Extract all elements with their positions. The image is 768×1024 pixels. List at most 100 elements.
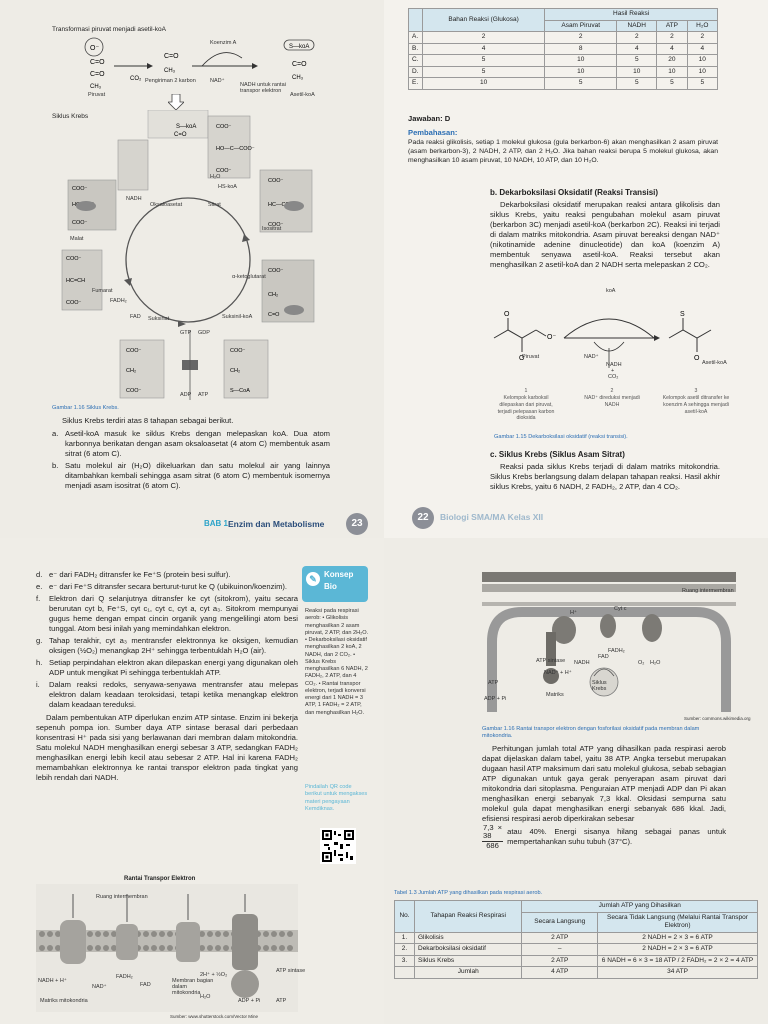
label-ruang-intermembran: Ruang intermembran xyxy=(682,588,734,594)
label-isositrat: Isositrat xyxy=(262,226,282,232)
label-plus: + xyxy=(611,368,615,374)
label-co2: CO₂ xyxy=(608,374,619,380)
pyruvate-transformation-diagram: O⁻ C=O C=O CH₃ CO₂ C=O CH₃ S—koA C=O CH₃ xyxy=(84,37,315,90)
label-nad-h: NAD⁺ + H⁺ xyxy=(544,670,572,676)
label-atp: ATP xyxy=(276,998,287,1004)
page-bottom-left: d.e⁻ dari FADH₂ ditransfer ke Fe⁺S (prot… xyxy=(0,538,384,1024)
svg-text:O: O xyxy=(504,311,510,318)
label-h2o: H₂O xyxy=(200,994,211,1000)
label-fumarat: Fumarat xyxy=(92,288,113,294)
label-nad: NAD⁺ xyxy=(210,78,225,84)
label-fad: FAD xyxy=(130,314,141,320)
table-caption: Tabel 1.3 Jumlah ATP yang dihasilkan pad… xyxy=(394,890,543,896)
svg-text:CO₂: CO₂ xyxy=(130,76,142,82)
label-oksaloasetat: Oksaloasetat xyxy=(150,202,183,208)
svg-text:COO⁻: COO⁻ xyxy=(72,220,88,226)
figure-source: Sumber: www.shutterstock.com/Vector Mine xyxy=(170,1014,259,1019)
dekarboksilasi-paragraph: Dekarboksilasi oksidatif merupakan reaks… xyxy=(490,200,720,270)
svg-text:C=O: C=O xyxy=(90,71,105,78)
siklus-krebs-paragraph: Reaksi pada siklus Krebs terjadi di dala… xyxy=(490,462,720,492)
label-asetil-koa: Asetil-koA xyxy=(702,360,727,366)
label-nadh: NADH xyxy=(126,196,142,202)
atp-paragraph: Perhitungan jumlah total ATP yang dihasi… xyxy=(482,744,726,824)
label-atp-sintase: ATP sintase xyxy=(276,968,306,974)
svg-text:COO⁻: COO⁻ xyxy=(268,178,284,184)
label-malat: Malat xyxy=(70,236,84,242)
bio-title: Bio xyxy=(324,582,337,591)
svg-text:HC—COO⁻: HC—COO⁻ xyxy=(268,202,297,208)
bulb-icon: ✎ xyxy=(306,572,320,586)
label-2h-o2: 2H⁺ + ½O₂ xyxy=(200,972,228,978)
svg-text:COO⁻: COO⁻ xyxy=(126,388,142,394)
svg-text:HO—C—COO⁻: HO—C—COO⁻ xyxy=(216,146,255,152)
label-alfa-ketoglutarat: α-ketoglutarat xyxy=(232,274,266,280)
label-piruvat: Piruvat xyxy=(88,92,106,98)
label-nadh-transport: NADH untuk rantai transpor elektron xyxy=(240,82,286,95)
svg-text:CH₃: CH₃ xyxy=(164,68,176,74)
page-23: Transformasi piruvat menjadi asetil-koA … xyxy=(0,0,384,538)
svg-text:CH₂: CH₂ xyxy=(268,292,278,298)
konsep-bio-badge: ✎ Konsep Bio xyxy=(302,566,368,602)
decarboxylation-diagram: O O O⁻ S O xyxy=(493,311,712,368)
discussion-text: Pada reaksi glikolisis, setiap 1 molekul… xyxy=(408,139,718,164)
svg-text:COO⁻: COO⁻ xyxy=(268,222,284,228)
svg-text:COO⁻: COO⁻ xyxy=(66,256,82,262)
label-gtp: GTP xyxy=(180,330,192,336)
etc-diagram xyxy=(36,884,298,1012)
page-number: 22 xyxy=(412,507,434,529)
svg-text:COO⁻: COO⁻ xyxy=(268,268,284,274)
svg-text:O⁻: O⁻ xyxy=(90,45,99,52)
mitochondria-diagram xyxy=(482,572,736,712)
label-fadh2: FADH₂ xyxy=(608,648,625,654)
krebs-intro: Siklus Krebs terdiri atas 8 tahapan seba… xyxy=(62,416,234,425)
label-atp: ATP xyxy=(488,680,499,686)
qr-code[interactable] xyxy=(320,828,356,864)
list-item: f.Elektron dari Q selanjutnya ditransfer… xyxy=(36,594,298,634)
svg-text:C=O: C=O xyxy=(164,53,179,60)
svg-text:COO⁻: COO⁻ xyxy=(216,168,232,174)
krebs-steps: Siklus Krebs terdiri atas 8 tahapan seba… xyxy=(52,416,330,493)
svg-text:C=O: C=O xyxy=(174,132,187,138)
svg-text:C=O: C=O xyxy=(90,59,105,66)
label-o2: O₂ xyxy=(638,660,645,666)
svg-text:S—koA: S—koA xyxy=(289,44,309,50)
label-nadh: NADH xyxy=(606,362,622,368)
svg-text:O: O xyxy=(694,355,700,362)
figure-caption: Gambar 1.16 Siklus Krebs. xyxy=(52,405,119,411)
atp-synthase-paragraph: Dalam pembentukan ATP diperlukan enzim A… xyxy=(36,713,298,783)
figure-caption: Gambar 1.16 Rantai transpor elektron den… xyxy=(482,726,700,740)
list-item: d.e⁻ dari FADH₂ ditransfer ke Fe⁺S (prot… xyxy=(36,570,231,579)
label-suksinil-koa: Suksinil-koA xyxy=(222,314,253,320)
list-item: b.Satu molekul air (H₂O) dikeluarkan dan… xyxy=(52,461,330,491)
label-nadh-h: NADH + H⁺ xyxy=(38,978,67,984)
svg-text:COO⁻: COO⁻ xyxy=(216,124,232,130)
svg-text:O: O xyxy=(519,355,525,362)
konsep-bio-note: Reaksi pada respirasi aerob: • Glikolisi… xyxy=(305,608,369,716)
fraction-numerator: 7,3 × 38 xyxy=(482,823,504,842)
konsep-title: Konsep xyxy=(324,570,354,579)
label-matriks: Matriks xyxy=(546,692,564,698)
etc-steps: d.e⁻ dari FADH₂ ditransfer ke Fe⁺S (prot… xyxy=(36,570,298,786)
label-matriks: Matriks mitokondria xyxy=(40,998,88,1004)
svg-text:COO⁻: COO⁻ xyxy=(72,186,88,192)
label-fad: FAD xyxy=(598,654,609,660)
fraction-tail: atau 40%. Energi sisanya hilang sebagai … xyxy=(507,827,726,847)
fraction-denominator: 686 xyxy=(486,840,499,850)
label-adp: ADP xyxy=(180,392,192,398)
svg-text:CH₃: CH₃ xyxy=(90,84,102,90)
svg-text:HC=CH: HC=CH xyxy=(66,278,85,284)
svg-text:COO⁻: COO⁻ xyxy=(66,300,82,306)
svg-text:O⁻: O⁻ xyxy=(547,334,556,341)
krebs-label: Siklus Krebs xyxy=(52,113,89,120)
label-fad: FAD xyxy=(140,982,151,988)
svg-text:S—koA: S—koA xyxy=(176,124,196,130)
label-piruvat: Piruvat xyxy=(522,354,540,360)
